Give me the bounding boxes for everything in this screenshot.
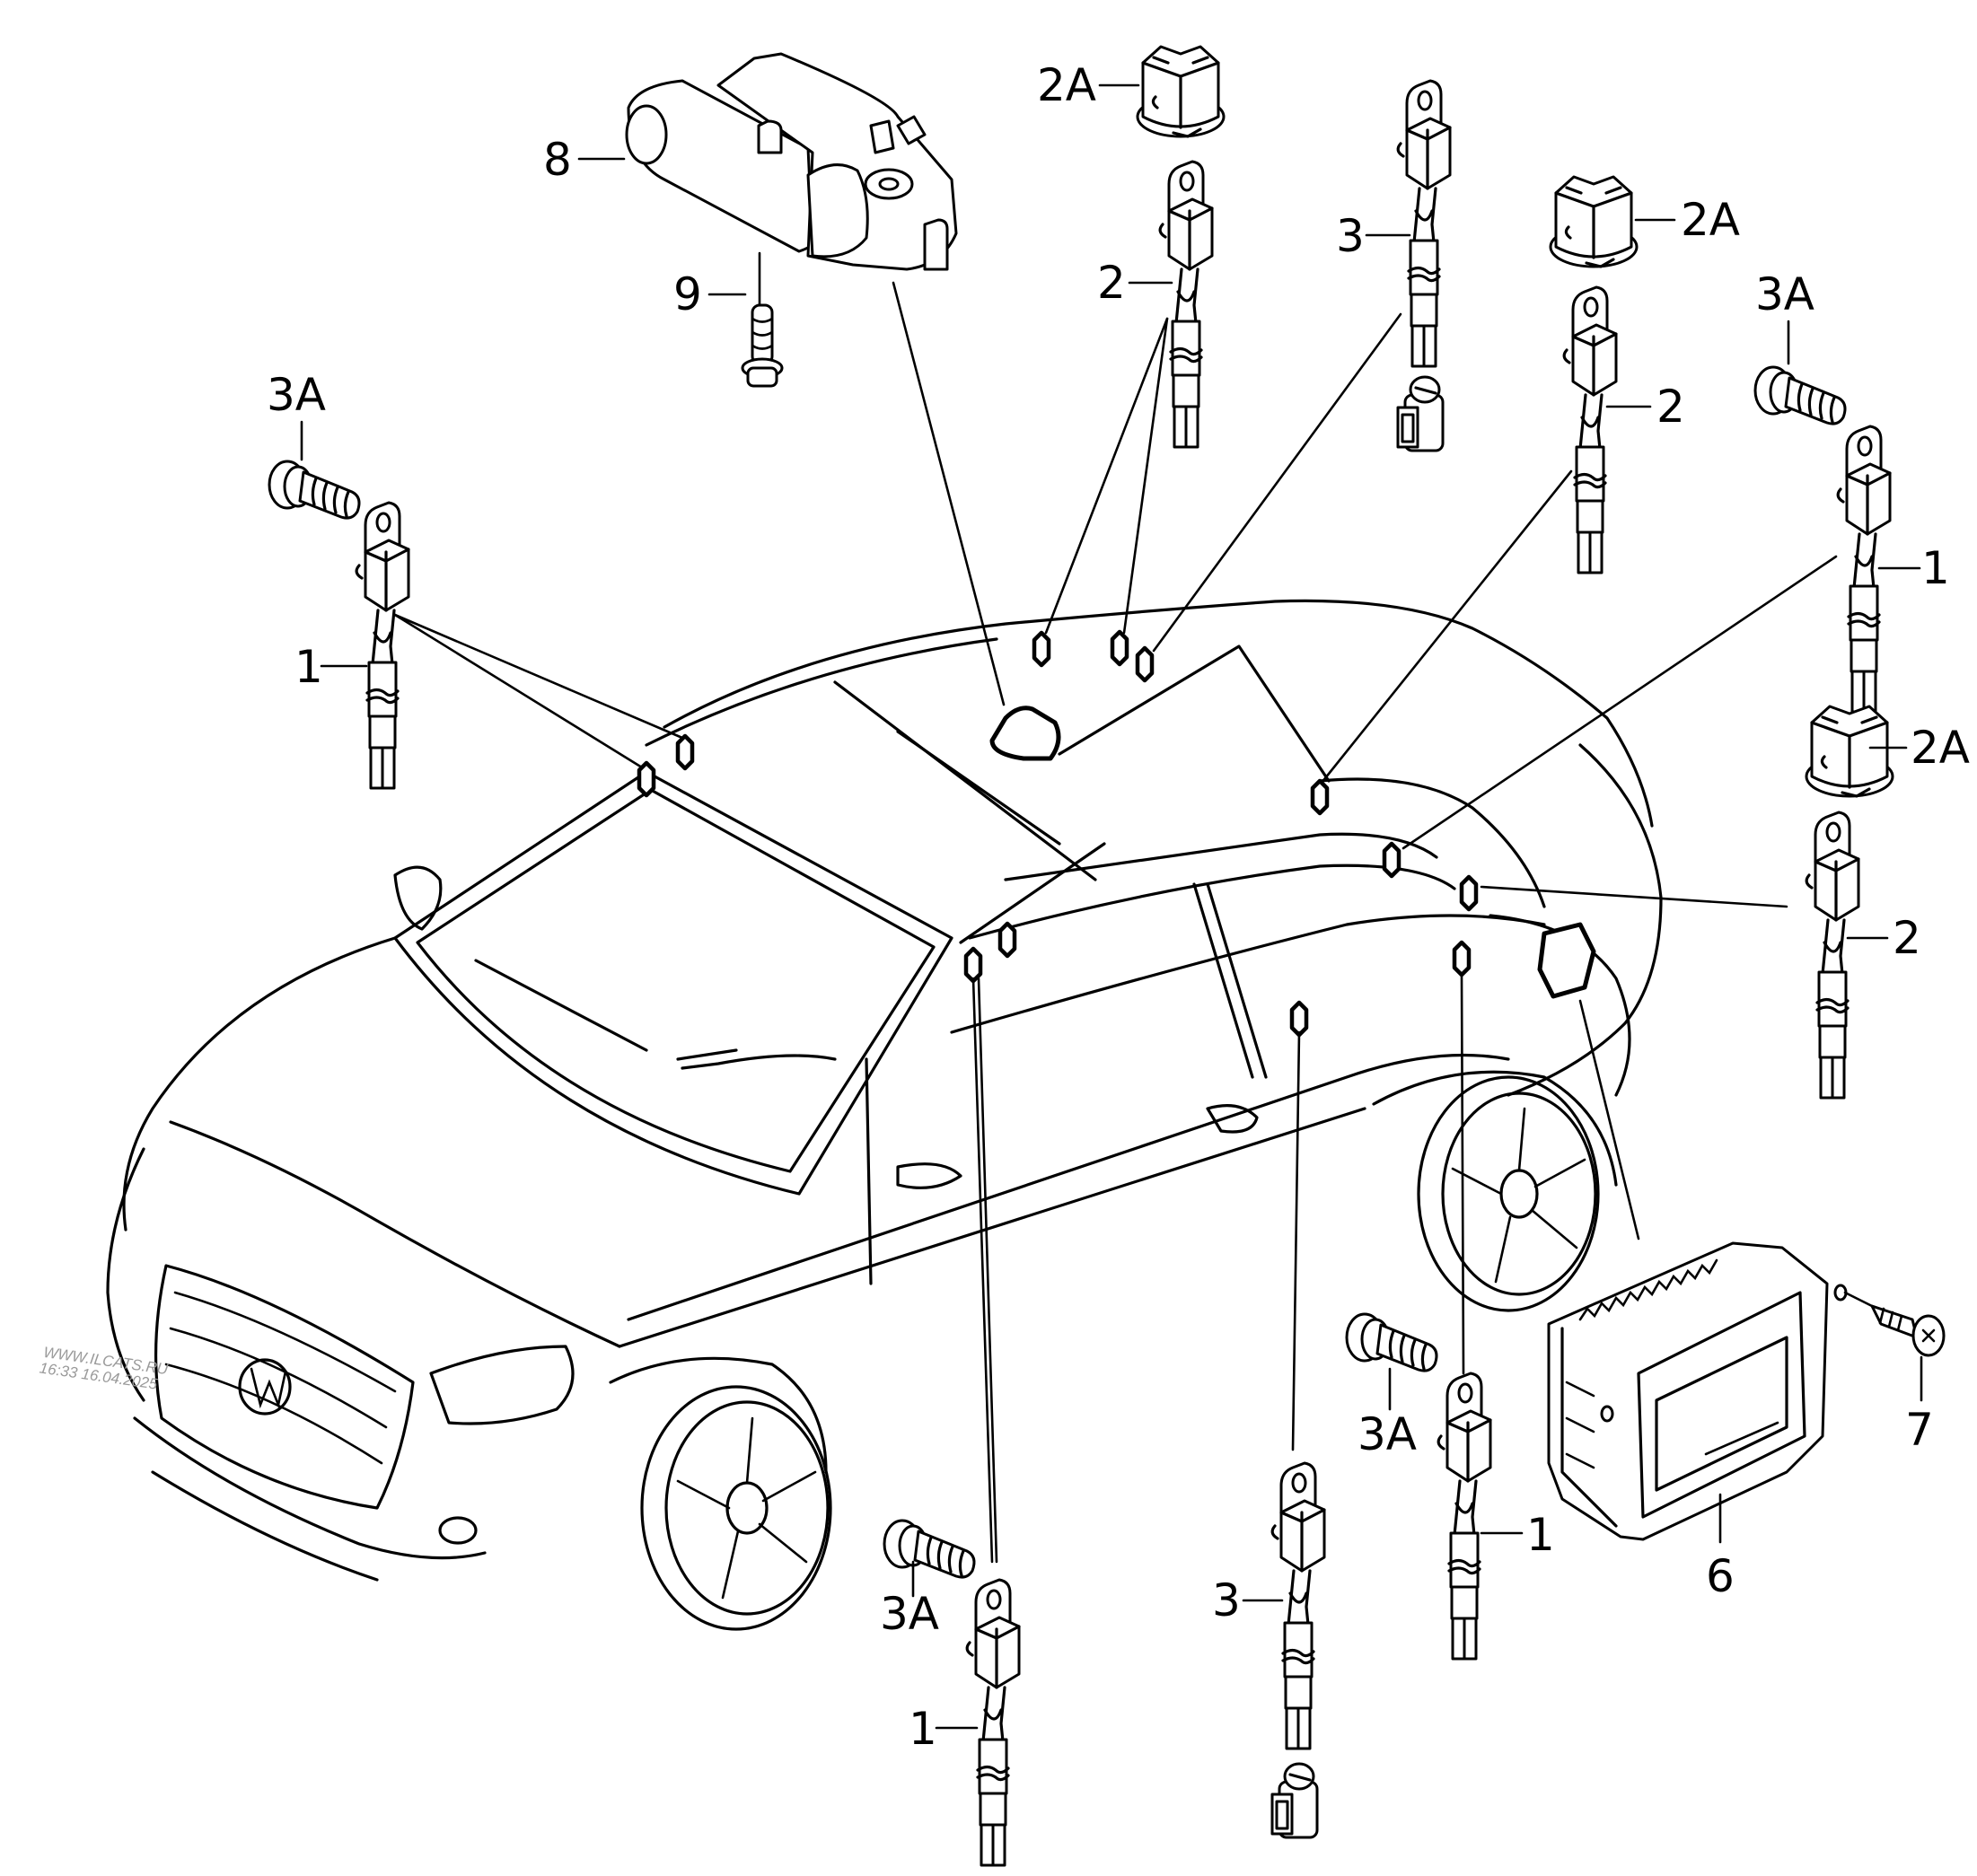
- callout-1-bottom-right[interactable]: 1: [1480, 1509, 1555, 1561]
- callout-1-bottom[interactable]: 1: [909, 1703, 979, 1755]
- callout-label: 1: [909, 1703, 937, 1755]
- mount-points: [639, 632, 1596, 1035]
- callout-2-far-right[interactable]: 2: [1846, 912, 1921, 964]
- sensor-lead-2-top[interactable]: [1158, 160, 1214, 449]
- callout-label: 2A: [1681, 194, 1740, 246]
- callout-6[interactable]: 6: [1706, 1493, 1735, 1602]
- callout-label: 2: [1656, 381, 1685, 433]
- leader-lines: [393, 281, 1838, 1564]
- callout-label: 8: [543, 134, 572, 186]
- callout-label: 9: [673, 268, 702, 320]
- callout-7[interactable]: 7: [1905, 1355, 1934, 1456]
- callout-3-top[interactable]: 3: [1336, 210, 1411, 262]
- callout-label: 2A: [1911, 722, 1970, 774]
- control-unit-location: [1537, 922, 1596, 999]
- callout-2-right[interactable]: 2: [1605, 381, 1685, 433]
- callout-2a-far-right[interactable]: 2A: [1868, 722, 1970, 774]
- bolt-3a-left[interactable]: [268, 460, 361, 520]
- callout-label: 1: [1921, 542, 1950, 594]
- callout-3a-top-right[interactable]: 3A: [1755, 268, 1814, 365]
- callout-2a-right[interactable]: 2A: [1634, 194, 1740, 246]
- callout-9[interactable]: 9: [673, 268, 747, 320]
- sensor-lead-2-right[interactable]: [1562, 285, 1618, 574]
- callout-3a-bottom-right[interactable]: 3A: [1358, 1367, 1417, 1460]
- car-body: [106, 599, 1663, 1631]
- watermark: WWW.ILCATS.RU 16:33 16.04.2025: [39, 1344, 170, 1393]
- callout-label: 1: [294, 641, 323, 693]
- sensor-lead-1-bottom[interactable]: [965, 1578, 1021, 1867]
- connector-housing-2a-top[interactable]: [1136, 45, 1226, 138]
- callout-2-top[interactable]: 2: [1097, 257, 1173, 309]
- screw-7[interactable]: [1843, 1291, 1946, 1357]
- bolt-3a-bottom[interactable]: [883, 1519, 976, 1579]
- sensor-lead-2-far-right[interactable]: [1805, 811, 1860, 1100]
- callout-label: 2: [1097, 257, 1126, 309]
- callout-label: 3A: [880, 1588, 939, 1640]
- sensor-lead-3-top[interactable]: [1396, 79, 1452, 368]
- connector-housing-2a-far-right[interactable]: [1805, 705, 1894, 798]
- callout-label: 3: [1212, 1574, 1241, 1626]
- callout-3a-left[interactable]: 3A: [267, 369, 326, 461]
- callout-label: 1: [1526, 1509, 1555, 1561]
- callout-label: 3A: [267, 369, 326, 421]
- actuator-motor-8[interactable]: [625, 52, 958, 271]
- callout-label: 2: [1893, 912, 1921, 964]
- callout-label: 6: [1706, 1550, 1735, 1602]
- callout-2a-top[interactable]: 2A: [1037, 59, 1140, 111]
- callout-8[interactable]: 8: [543, 134, 626, 186]
- callout-label: 3: [1336, 210, 1365, 262]
- bolt-9[interactable]: [741, 251, 784, 388]
- callout-3a-bottom[interactable]: 3A: [880, 1560, 939, 1640]
- callout-labels: 8 9 2A 2 3 2A 2 3A: [267, 59, 1970, 1755]
- callout-1-left[interactable]: 1: [294, 641, 368, 693]
- connector-housing-2a-right[interactable]: [1549, 175, 1639, 268]
- sensor-lead-1-left[interactable]: [355, 501, 410, 790]
- callout-label: 3A: [1755, 268, 1814, 320]
- sensor-lead-3-bottom[interactable]: [1270, 1461, 1326, 1750]
- connector-plug-3-bottom: [1270, 1762, 1319, 1839]
- callout-label: 2A: [1037, 59, 1096, 111]
- sensor-lead-1-bottom-right[interactable]: [1437, 1372, 1492, 1661]
- bolt-3a-bottom-right[interactable]: [1345, 1312, 1438, 1372]
- connector-plug-3-top: [1396, 375, 1445, 452]
- callout-1-right[interactable]: 1: [1877, 542, 1950, 594]
- bolt-3a-top-right[interactable]: [1753, 365, 1847, 425]
- control-unit-bracket-6[interactable]: [1547, 1241, 1848, 1541]
- callout-3-bottom[interactable]: 3: [1212, 1574, 1284, 1626]
- callout-label: 7: [1905, 1404, 1934, 1456]
- callout-label: 3A: [1358, 1408, 1417, 1460]
